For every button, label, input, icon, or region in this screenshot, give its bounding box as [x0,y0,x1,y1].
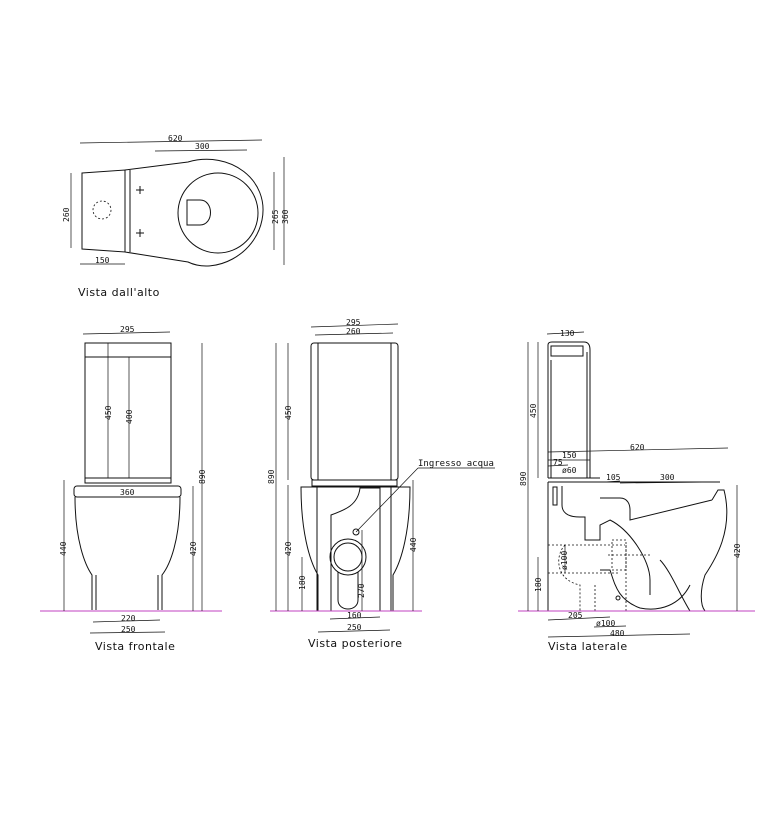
dim-side-pipe60: ø60 [562,466,577,475]
top-view: 620 300 260 150 265 360 Vista dall'alto [62,134,290,299]
dim-side-300: 300 [660,473,675,482]
dim-side-150: 150 [562,451,577,460]
dim-side-75: 75 [553,458,563,467]
dim-side-180: 180 [534,577,543,592]
dim-back-295: 295 [346,318,361,327]
dim-side-480: 480 [610,629,625,638]
dim-side-130: 130 [560,329,575,338]
dim-back-890: 890 [267,469,276,484]
dim-back-250: 250 [347,623,362,632]
dim-top-620: 620 [168,134,183,143]
view-title-side: Vista laterale [548,640,628,653]
view-title-top: Vista dall'alto [78,286,160,299]
dim-top-150: 150 [95,256,110,265]
dim-side-450: 450 [529,403,538,418]
dim-side-205: 205 [568,611,583,620]
dim-top-265: 265 [271,209,280,224]
water-inlet-label: Ingresso acqua [418,459,494,469]
dim-side-620: 620 [630,443,645,452]
dim-front-450: 450 [104,405,113,420]
side-view: 130 890 450 620 150 75 ø60 105 300 420 1… [518,329,755,653]
dim-front-400: 400 [125,409,134,424]
back-view: Ingresso acqua 295 260 890 450 420 180 4… [267,318,495,650]
dim-top-360: 360 [281,209,290,224]
dim-side-890: 890 [519,471,528,486]
dim-side-pipe100-vertical: ø100 [560,551,569,570]
dim-back-270: 270 [357,583,366,598]
dim-front-220: 220 [121,614,136,623]
dim-side-420: 420 [733,543,742,558]
dim-front-440: 440 [59,541,68,556]
dim-front-295: 295 [120,325,135,334]
front-view: 295 450 400 360 440 420 890 220 250 Vist… [40,325,222,653]
dim-side-pipe100-horizontal: ø100 [596,619,615,628]
dim-back-420: 420 [284,541,293,556]
dim-top-260: 260 [62,207,71,222]
view-title-back: Vista posteriore [308,637,403,650]
dim-back-260: 260 [346,327,361,336]
dim-front-360: 360 [120,488,135,497]
dim-front-890: 890 [198,469,207,484]
dim-back-440: 440 [409,537,418,552]
view-title-front: Vista frontale [95,640,175,653]
dim-back-160: 160 [347,611,362,620]
dim-front-250: 250 [121,625,136,634]
dim-back-180: 180 [298,575,307,590]
dim-top-300: 300 [195,142,210,151]
dim-side-105: 105 [606,473,621,482]
dim-back-450: 450 [284,405,293,420]
dim-front-420: 420 [189,541,198,556]
